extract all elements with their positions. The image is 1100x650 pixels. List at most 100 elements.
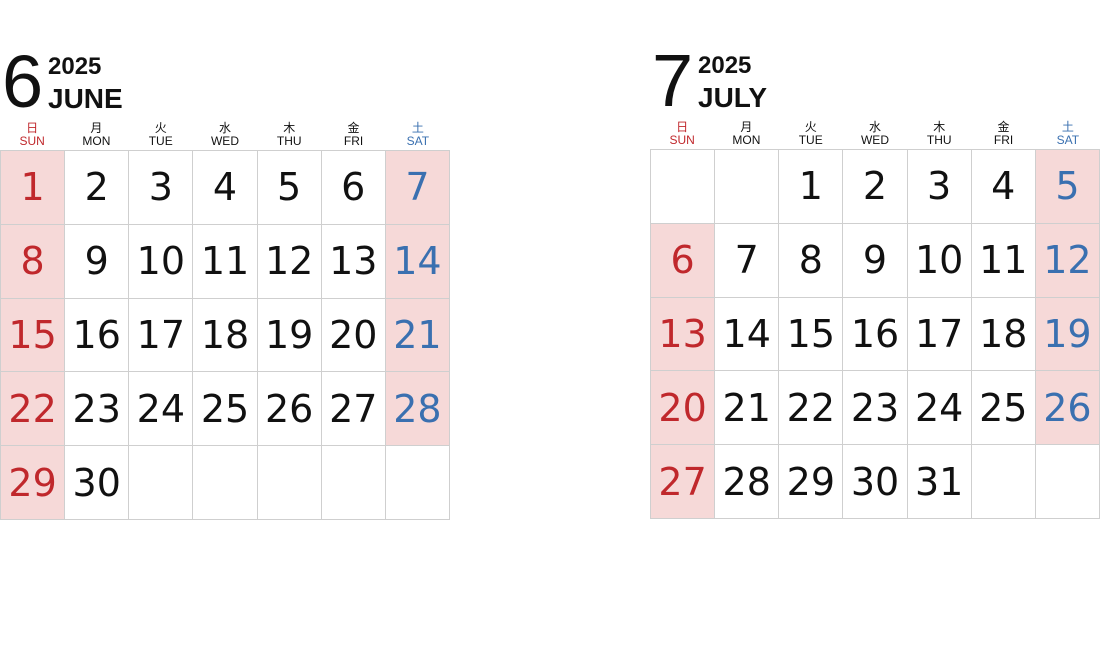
weekday-en-label: THU xyxy=(926,133,952,147)
empty-day-cell xyxy=(193,446,258,520)
weekday-jp-label: 木 xyxy=(283,121,296,135)
day-cell: 19 xyxy=(257,298,322,373)
day-cell: 29 xyxy=(1,446,66,520)
day-cell: 3 xyxy=(129,151,194,225)
day-cell: 11 xyxy=(193,224,258,299)
day-cell: 20 xyxy=(321,298,386,373)
day-cell: 25 xyxy=(971,371,1036,446)
weekday-jp-label: 月 xyxy=(90,121,103,135)
weekday-jp-label: 金 xyxy=(347,121,360,135)
day-cell: 17 xyxy=(907,297,972,372)
day-cell: 2 xyxy=(843,150,908,224)
day-cell: 16 xyxy=(843,297,908,372)
weekday-en-label: THU xyxy=(276,134,302,148)
day-cell: 23 xyxy=(65,372,130,447)
weekday-en-label: TUE xyxy=(798,133,823,147)
day-cell: 25 xyxy=(193,372,258,447)
day-cell: 1 xyxy=(1,151,66,225)
weekday-jp-label: 水 xyxy=(218,121,231,135)
day-cell: 16 xyxy=(65,298,130,373)
empty-day-cell xyxy=(129,446,194,520)
day-cell: 15 xyxy=(779,297,844,372)
day-cell: 12 xyxy=(257,224,322,299)
day-cell: 14 xyxy=(385,224,450,299)
day-cell: 4 xyxy=(971,150,1036,224)
weekday-en-label: SAT xyxy=(406,134,430,148)
day-cell: 14 xyxy=(715,297,780,372)
weekday-jp-label: 火 xyxy=(154,121,167,135)
day-cell: 11 xyxy=(971,223,1036,298)
day-cell: 3 xyxy=(907,150,972,224)
day-cell: 6 xyxy=(321,151,386,225)
day-cell: 19 xyxy=(1035,297,1100,372)
weekday-jp-label: 日 xyxy=(676,120,689,134)
day-cell: 5 xyxy=(1035,150,1100,224)
day-cell: 21 xyxy=(715,371,780,446)
day-cell: 24 xyxy=(129,372,194,447)
day-cell: 18 xyxy=(193,298,258,373)
weekday-en-label: MON xyxy=(82,134,111,148)
day-cell: 8 xyxy=(1,224,66,299)
day-cell: 18 xyxy=(971,297,1036,372)
weekday-en-label: WED xyxy=(860,133,889,147)
month-name: JUNE xyxy=(48,83,123,114)
weekday-jp-label: 水 xyxy=(868,120,881,134)
day-cell: 30 xyxy=(843,445,908,519)
empty-day-cell xyxy=(1035,445,1100,519)
empty-day-cell xyxy=(385,446,450,520)
day-cell: 23 xyxy=(843,371,908,446)
day-cell: 21 xyxy=(385,298,450,373)
day-cell: 8 xyxy=(779,223,844,298)
day-cell: 20 xyxy=(651,371,716,446)
month-number: 6 xyxy=(2,40,44,123)
day-cell: 27 xyxy=(651,445,716,519)
weekday-en-label: SAT xyxy=(1056,133,1080,147)
month-number: 7 xyxy=(652,39,694,122)
year-label: 2025 xyxy=(48,53,102,80)
weekday-jp-label: 木 xyxy=(933,120,946,134)
day-cell: 31 xyxy=(907,445,972,519)
day-cell: 28 xyxy=(385,372,450,447)
weekday-jp-label: 火 xyxy=(804,120,817,134)
day-cell: 15 xyxy=(1,298,66,373)
month-header: 6 2025 JUNE xyxy=(0,42,450,122)
day-cell: 29 xyxy=(779,445,844,519)
day-cell: 28 xyxy=(715,445,780,519)
weekday-en-label: MON xyxy=(732,133,761,147)
weekday-en-label: TUE xyxy=(148,134,173,148)
weekday-en-label: WED xyxy=(210,134,239,148)
day-cell: 9 xyxy=(843,223,908,298)
day-cell: 1 xyxy=(779,150,844,224)
month-header: 7 2025 JULY xyxy=(650,41,1100,121)
empty-day-cell xyxy=(651,150,716,224)
day-cell: 7 xyxy=(715,223,780,298)
weekday-jp-label: 日 xyxy=(26,121,39,135)
weekday-jp-label: 土 xyxy=(1061,120,1074,134)
day-cell: 6 xyxy=(651,223,716,298)
day-cell: 4 xyxy=(193,151,258,225)
day-cell: 13 xyxy=(651,297,716,372)
weekday-en-label: FRI xyxy=(993,133,1014,147)
day-cell: 26 xyxy=(257,372,322,447)
day-cell: 12 xyxy=(1035,223,1100,298)
day-cell: 22 xyxy=(1,372,66,447)
weekday-jp-label: 金 xyxy=(997,120,1010,134)
weekday-en-label: FRI xyxy=(343,134,364,148)
day-cell: 22 xyxy=(779,371,844,446)
day-cell: 10 xyxy=(129,224,194,299)
day-cell: 10 xyxy=(907,223,972,298)
day-cell: 27 xyxy=(321,372,386,447)
